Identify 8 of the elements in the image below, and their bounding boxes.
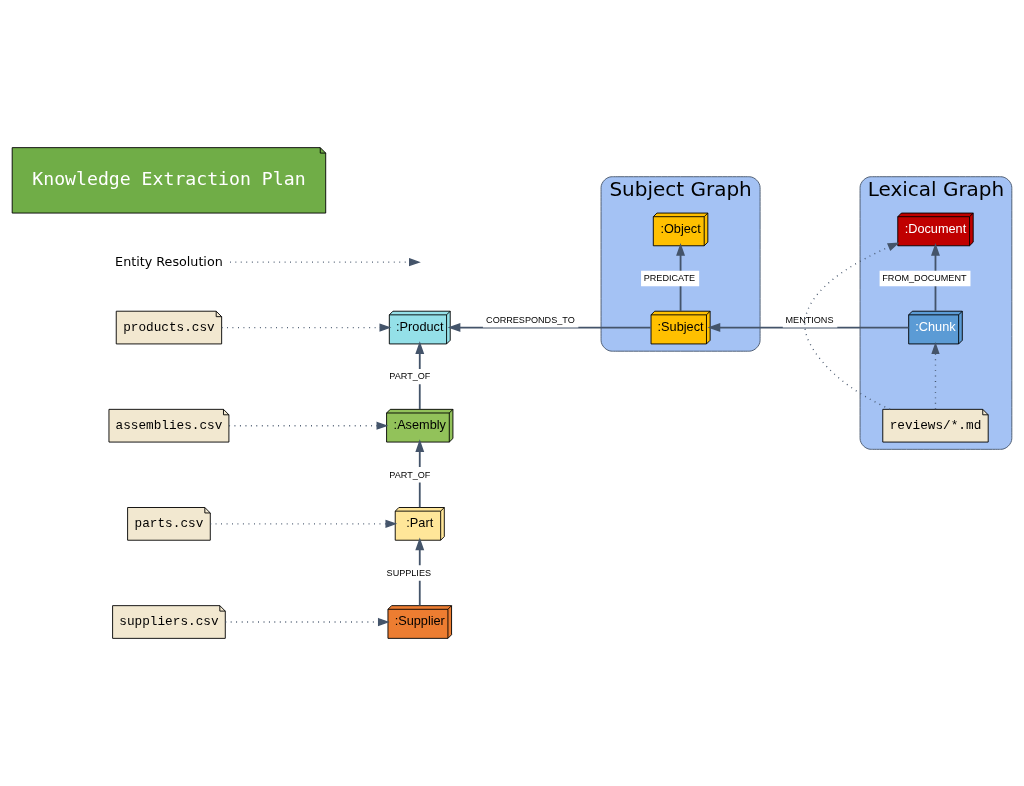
edge-label: PREDICATE: [643, 273, 696, 284]
edge-label: MENTIONS: [785, 314, 834, 325]
edge-label: SUPPLIES: [386, 567, 431, 578]
edge-label: PART_OF: [389, 371, 431, 382]
edge-label: PART_OF: [389, 469, 431, 480]
edge-label: FROM_DOCUMENT: [882, 273, 967, 284]
edge-label: CORRESPONDS_TO: [486, 314, 575, 325]
node-text: Entity Resolution: [115, 253, 223, 269]
